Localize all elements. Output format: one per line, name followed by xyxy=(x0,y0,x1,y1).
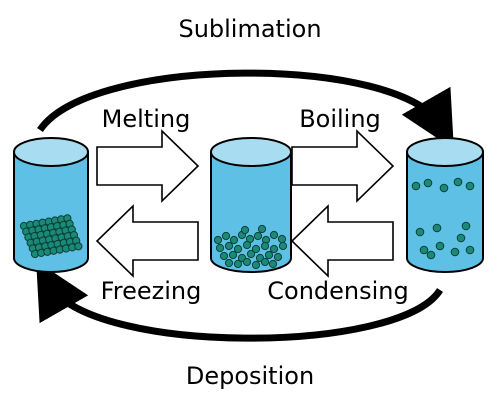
particle xyxy=(456,233,466,243)
particle xyxy=(233,259,243,269)
particle xyxy=(224,258,234,268)
melting-arrow xyxy=(96,129,200,203)
melting-label: Melting xyxy=(102,105,191,133)
particle xyxy=(419,245,429,255)
particle xyxy=(246,249,256,259)
particle xyxy=(269,244,279,254)
freezing-arrow xyxy=(95,204,199,278)
particle xyxy=(251,260,261,270)
particle xyxy=(415,227,425,237)
condensing-label: Condensing xyxy=(267,277,408,305)
liquid-container xyxy=(210,137,292,273)
particle xyxy=(251,244,261,254)
particle xyxy=(253,231,263,241)
particle xyxy=(264,250,274,260)
particle xyxy=(453,177,463,187)
particle xyxy=(74,242,83,251)
sublimation-label: Sublimation xyxy=(178,15,321,43)
particle xyxy=(278,241,288,251)
particle xyxy=(426,250,436,260)
condensing-arrow xyxy=(290,204,394,278)
deposition-label: Deposition xyxy=(186,362,314,390)
particle xyxy=(229,235,239,245)
particle xyxy=(260,257,270,267)
particle xyxy=(411,181,421,191)
particle xyxy=(233,244,243,254)
particle xyxy=(273,252,283,262)
particle xyxy=(465,181,475,191)
particle xyxy=(224,241,234,251)
deposition-arrow xyxy=(36,260,443,342)
solid-container xyxy=(13,137,89,273)
particle xyxy=(228,250,238,260)
particle xyxy=(277,234,287,244)
particle xyxy=(219,251,229,261)
particle xyxy=(268,259,278,269)
freezing-label: Freezing xyxy=(101,277,202,305)
particle xyxy=(242,257,252,267)
particle xyxy=(257,224,267,234)
liquid-particles xyxy=(213,224,288,270)
particle xyxy=(213,235,223,245)
solid-particles xyxy=(19,214,83,259)
particle xyxy=(242,240,252,250)
particle xyxy=(465,245,475,255)
particle xyxy=(269,230,279,240)
gas-particles xyxy=(411,177,475,260)
particle xyxy=(221,231,231,241)
gas-container xyxy=(406,137,484,273)
boiling-label: Boiling xyxy=(299,105,381,133)
particle xyxy=(215,243,225,253)
particle xyxy=(450,247,460,257)
particle xyxy=(423,178,433,188)
particle xyxy=(260,241,270,251)
particle xyxy=(240,225,250,235)
particle xyxy=(439,183,449,193)
particle xyxy=(432,223,442,233)
sublimation-arrow xyxy=(37,69,454,150)
boiling-arrow xyxy=(291,129,395,203)
particle xyxy=(461,221,471,231)
particle xyxy=(435,241,445,251)
